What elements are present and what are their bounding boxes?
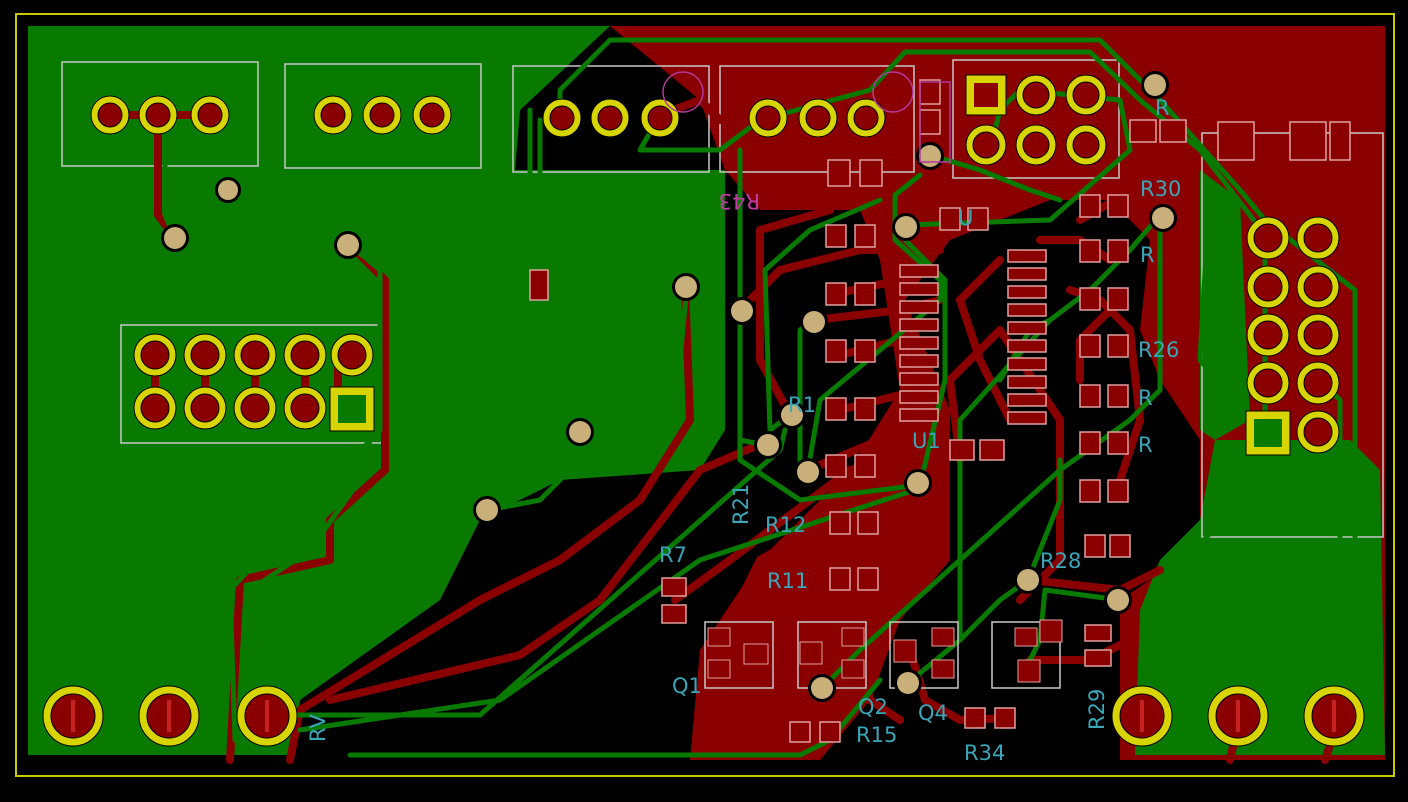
back-silkscreen — [662, 71, 951, 163]
ref-r34: R34 — [964, 741, 1005, 765]
board-edge-outline — [15, 13, 1395, 777]
ref-r11: R11 — [767, 569, 808, 593]
transistor-footprints — [704, 619, 1063, 689]
ref-r12: R12 — [765, 513, 806, 537]
smd-pads — [529, 79, 1351, 743]
ref-r28: R28 — [1040, 549, 1081, 573]
ref-r29: R29 — [1085, 689, 1109, 730]
ref-r-mid3: R — [1138, 433, 1153, 457]
back-copper-pour-left — [28, 26, 725, 755]
back-copper-pour-right — [1135, 440, 1385, 755]
ref-q1: Q1 — [672, 674, 702, 698]
ic-u1-pins — [899, 249, 1047, 425]
ref-r43: R43 — [719, 189, 760, 213]
ref-r1: R1 — [788, 393, 816, 417]
ref-u1: U1 — [912, 429, 941, 453]
ref-r15: R15 — [856, 723, 897, 747]
ref-r-mid2: R — [1138, 386, 1153, 410]
ref-r30: R30 — [1140, 177, 1181, 201]
reference-labels: R12 R11 R7 Q1 Q2 Q4 R15 R34 R28 R30 R26 … — [306, 96, 1181, 765]
pad-inner-lines — [71, 700, 1336, 732]
ref-r21: R21 — [729, 484, 753, 525]
ref-u-small: U — [958, 206, 973, 230]
ref-q2: Q2 — [858, 695, 888, 719]
square-pin1-pads — [329, 74, 1291, 456]
ref-r-top: R — [1155, 96, 1170, 120]
ref-rv: RV — [306, 714, 330, 742]
ref-r26: R26 — [1138, 338, 1179, 362]
ref-q4: Q4 — [918, 701, 948, 725]
ref-r-mid1: R — [1140, 243, 1155, 267]
ref-r7: R7 — [659, 543, 687, 567]
